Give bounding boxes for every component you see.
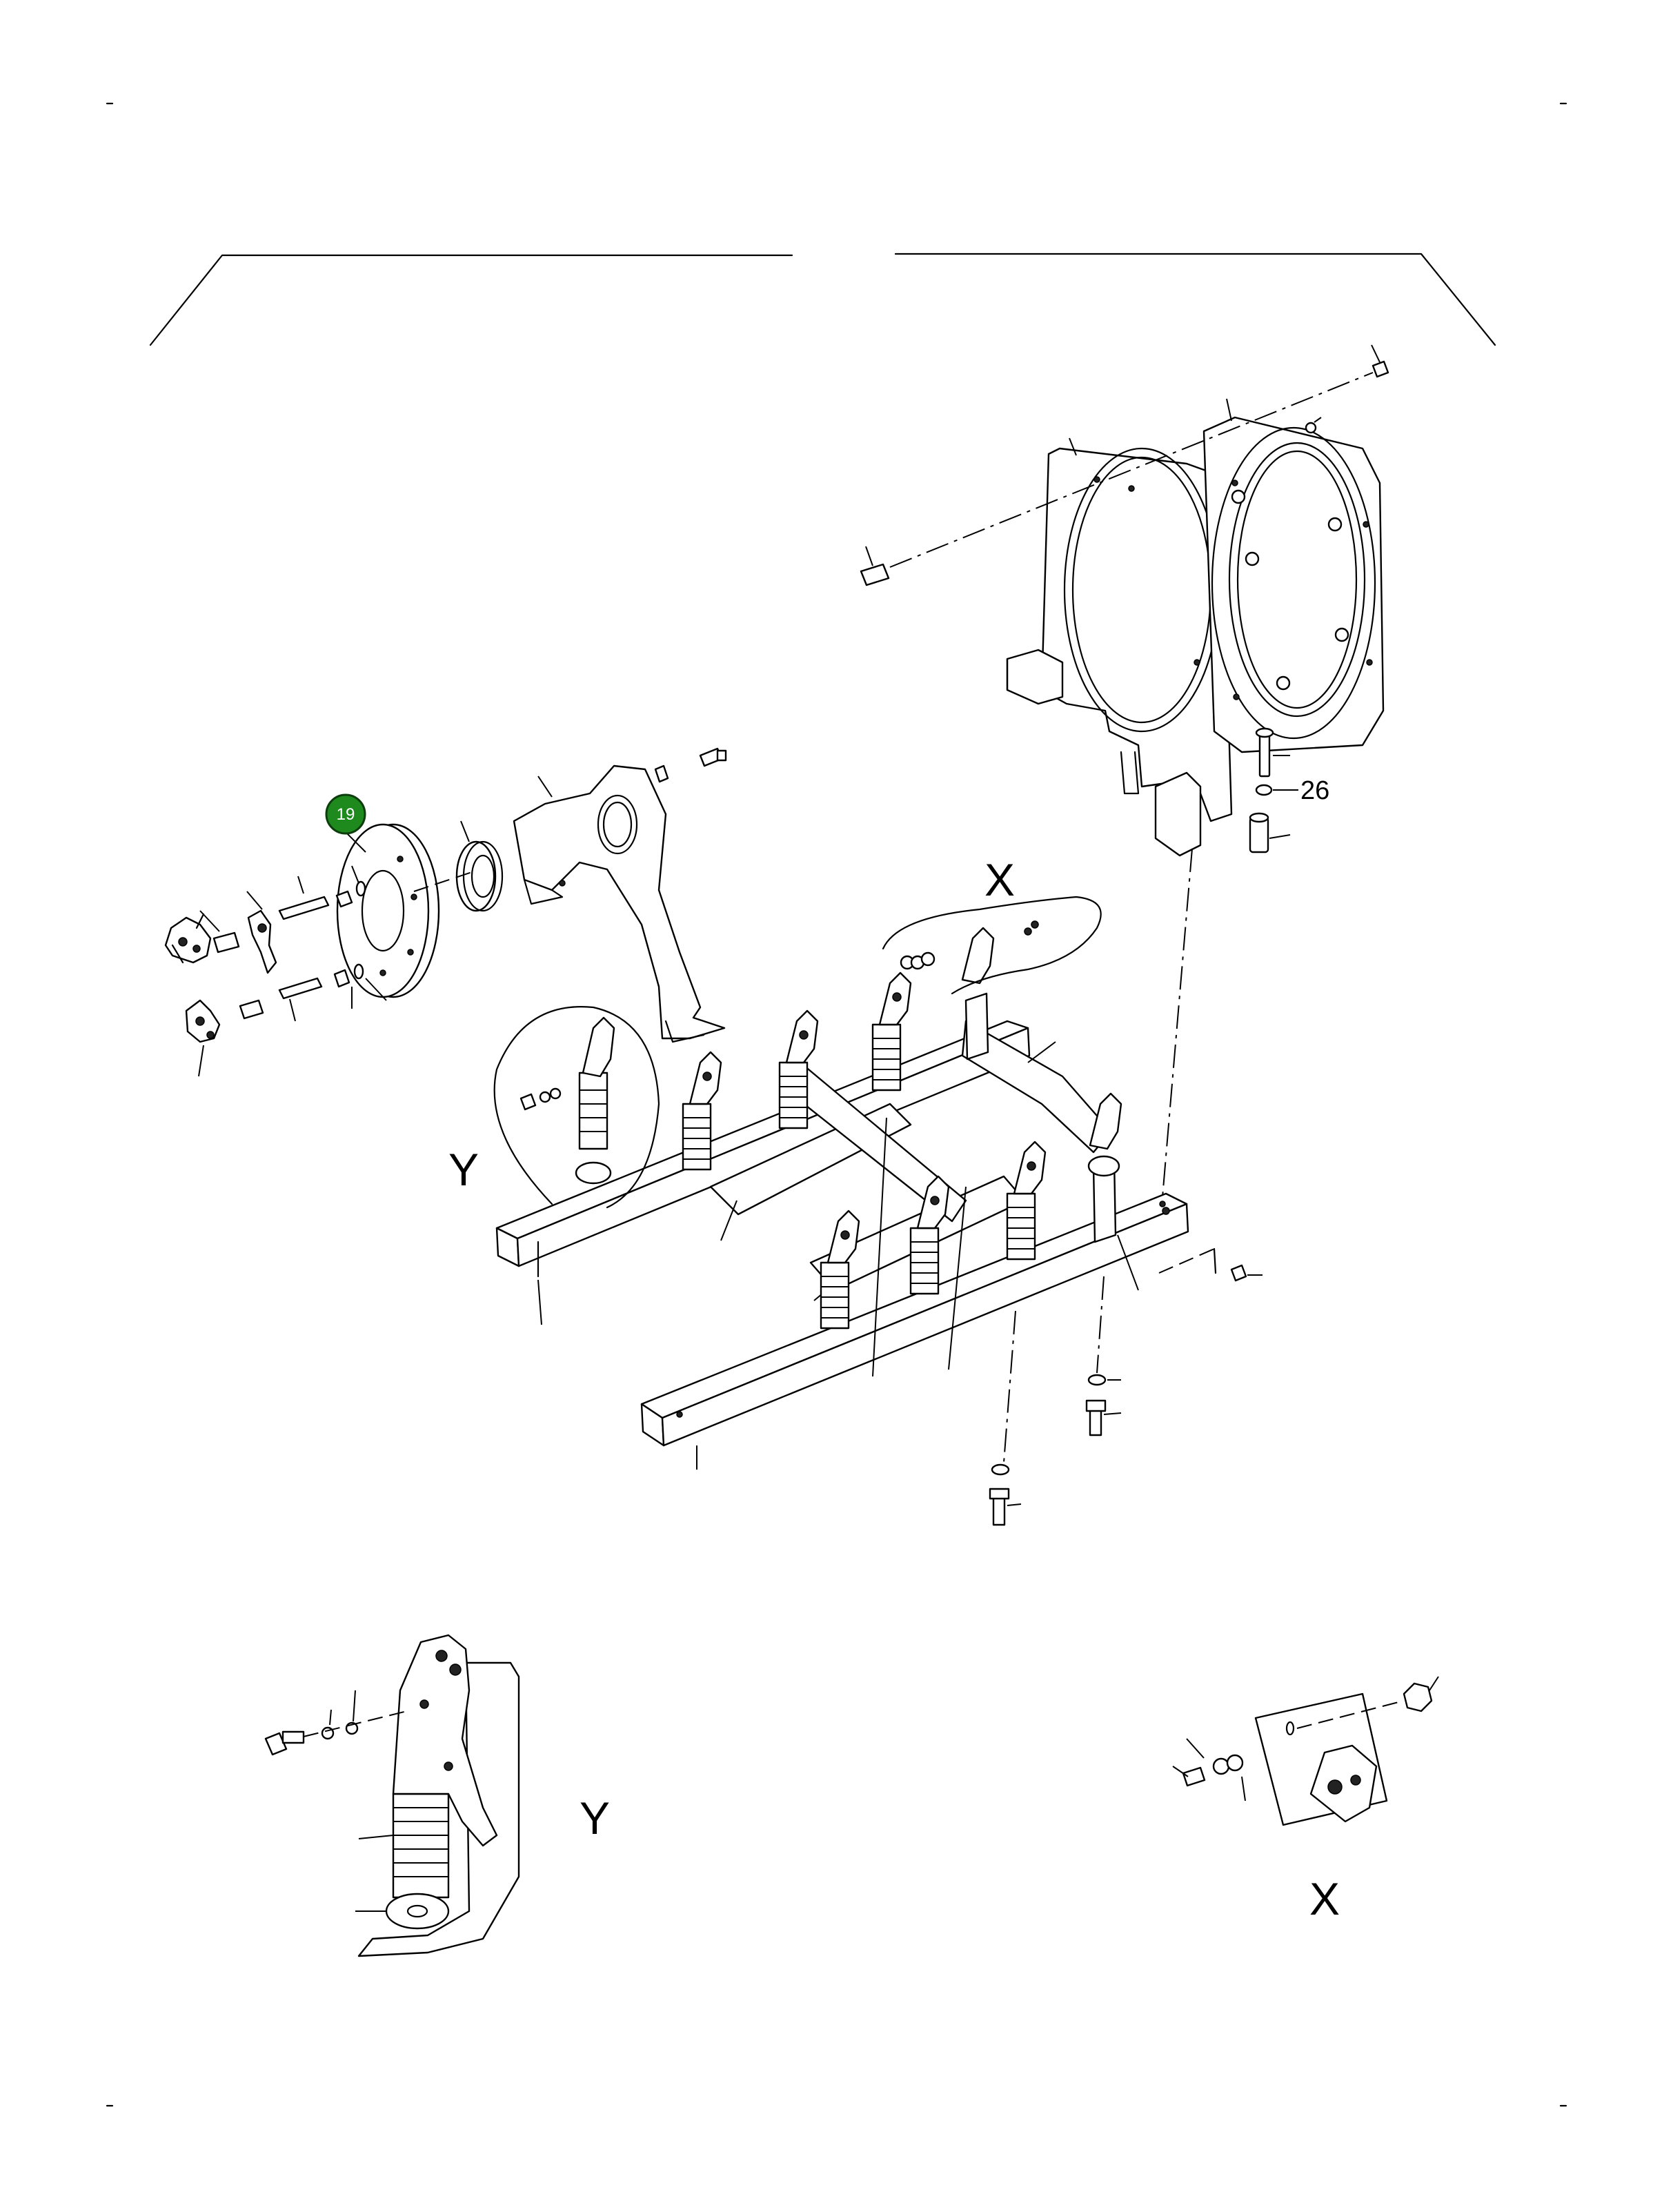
main-frame — [495, 927, 1263, 1526]
housing-dash — [1162, 848, 1193, 1198]
view-y-label: Y — [448, 1144, 479, 1195]
crop-marks — [106, 102, 1567, 2107]
latch-units — [682, 927, 1122, 1330]
view-x-label: X — [984, 854, 1015, 905]
housing-plate-assembly — [860, 344, 1389, 857]
detail-view-x: X — [1172, 1676, 1439, 1924]
flange-disc — [336, 823, 477, 998]
view-x-bubble: X — [882, 854, 1102, 995]
bearing-support-arm — [455, 747, 727, 1043]
detail-y-label: Y — [580, 1793, 610, 1844]
detail-x-label: X — [1309, 1873, 1340, 1924]
view-y-bubble: Y — [448, 1006, 660, 1209]
part-26-bolt-stack: 26 — [1249, 727, 1329, 853]
top-frame-lines — [149, 253, 1496, 346]
callout-19-badge[interactable] — [325, 793, 366, 835]
callout-26-label: 26 — [1300, 776, 1329, 805]
callout-19[interactable]: 19 — [325, 793, 366, 853]
callout-19-label: 19 — [337, 805, 355, 824]
linkage-shafts-left — [164, 865, 387, 1077]
plate-bolt-holes — [1093, 476, 1373, 700]
detail-view-y: Y — [264, 1634, 610, 1957]
